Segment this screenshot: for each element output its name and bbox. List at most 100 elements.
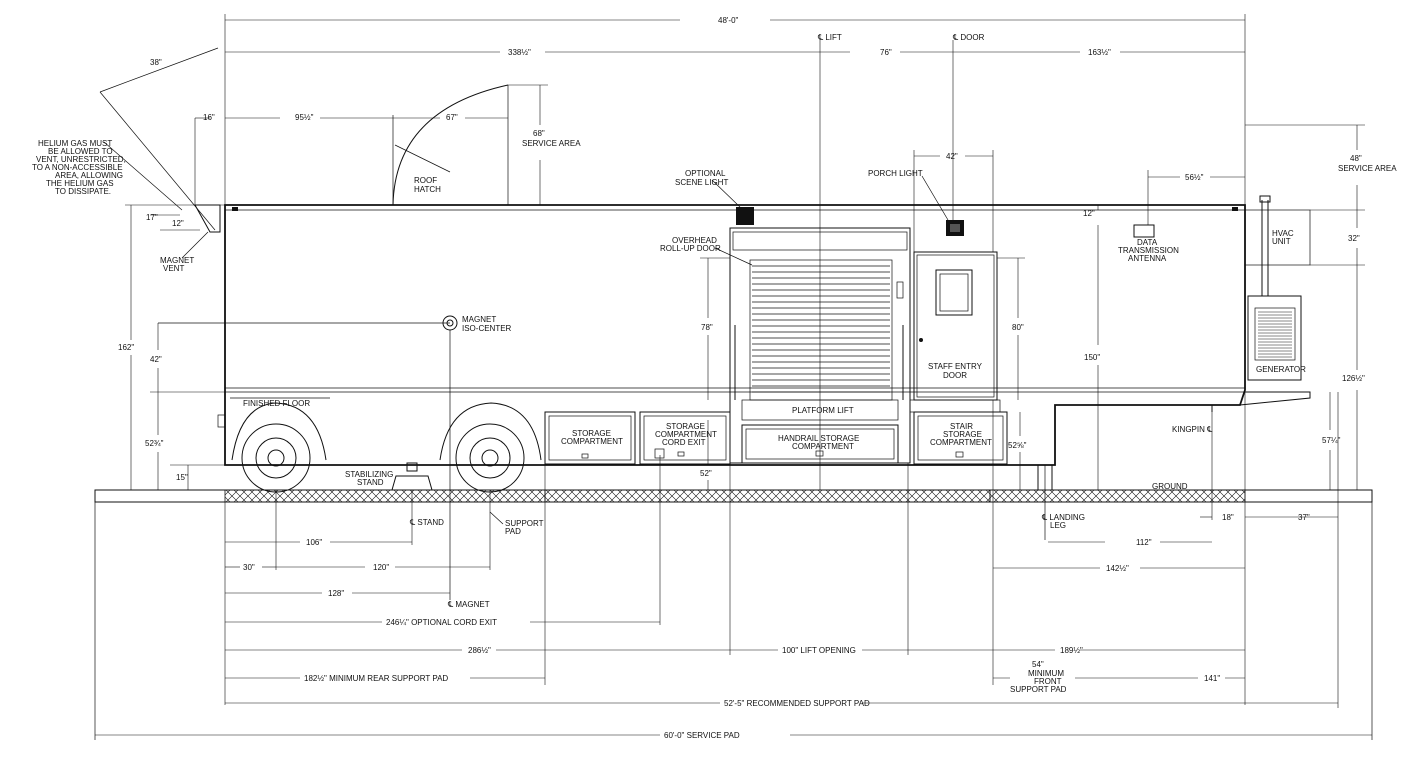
stair-label-1: STAIR xyxy=(950,422,973,431)
dim-18: 18" xyxy=(1222,513,1234,522)
gooseneck xyxy=(1055,391,1311,412)
storage1-label-1: STORAGE xyxy=(572,429,611,438)
generator: GENERATOR xyxy=(1247,195,1306,381)
dim-150: 150" xyxy=(1084,353,1100,362)
dim-162: 162" xyxy=(118,343,134,352)
storage-compartment-1: STORAGE COMPARTMENT xyxy=(544,411,636,465)
service-area-label-1: SERVICE AREA xyxy=(522,139,581,148)
dim-142: 142½" xyxy=(1106,564,1129,573)
magnet-vent-label-2: VENT xyxy=(163,264,184,273)
magnet-vent: 38" xyxy=(99,47,221,233)
magnet-iso-center: MAGNET ISO-CENTER xyxy=(158,315,512,600)
storage2-label-3: CORD EXIT xyxy=(662,438,706,447)
stair-label-3: COMPARTMENT xyxy=(930,438,992,447)
storage2-label-2: COMPARTMENT xyxy=(655,430,717,439)
porch-light-label: PORCH LIGHT xyxy=(868,169,923,178)
data-antenna-label-1: DATA xyxy=(1137,238,1158,247)
dim-338: 338½" xyxy=(508,48,531,57)
dim-17: 17" xyxy=(146,213,158,222)
dim-80: 80" xyxy=(1012,323,1024,332)
support-pad-label-1: SUPPORT xyxy=(505,519,544,528)
helium-note: HELIUM GAS MUST BE ALLOWED TO VENT, UNRE… xyxy=(32,139,209,273)
helium-note-4: TO A NON-ACCESSIBLE xyxy=(32,163,123,172)
hvac-label-2: UNIT xyxy=(1272,237,1291,246)
front-wheel xyxy=(439,402,542,493)
dim-42-door: 42" xyxy=(946,152,958,161)
dim-overall: 48'-0" xyxy=(718,16,739,25)
magnet-iso-label-2: ISO-CENTER xyxy=(462,324,512,333)
dim-30: 30" xyxy=(243,563,255,572)
trailer-body: FINISHED FLOOR xyxy=(217,204,1246,466)
dim-246: 246¼" OPTIONAL CORD EXIT xyxy=(386,618,497,627)
dim-56: 56½" xyxy=(1185,173,1204,182)
dim-38: 38" xyxy=(150,58,162,67)
dim-52-3-4: 52¾" xyxy=(145,439,164,448)
dim-68: 68" xyxy=(533,129,545,138)
hvac-label-1: HVAC xyxy=(1272,229,1294,238)
roof-hatch: ROOF HATCH xyxy=(392,84,509,206)
dim-128: 128" xyxy=(328,589,344,598)
dim-112: 112" xyxy=(1136,538,1152,547)
dim-100: 100" LIFT OPENING xyxy=(782,646,856,655)
staff-door-label-2: DOOR xyxy=(943,371,967,380)
dim-54-sub-2: FRONT xyxy=(1034,677,1062,686)
dim-67: 67" xyxy=(446,113,458,122)
kingpin-label: KINGPIN ℄ xyxy=(1172,425,1213,434)
scene-light xyxy=(736,207,754,225)
dim-57: 57¼" xyxy=(1322,436,1341,445)
dim-52-5-8: 52⅝" xyxy=(1008,441,1027,450)
dim-52-5: 52'-5" RECOMMENDED SUPPORT PAD xyxy=(724,699,870,708)
dim-52: 52" xyxy=(700,469,712,478)
helium-note-5: AREA, ALLOWING xyxy=(55,171,123,180)
hvac-unit: HVAC UNIT xyxy=(1244,209,1311,266)
dim-54-sub-3: SUPPORT PAD xyxy=(1010,685,1067,694)
dim-106: 106" xyxy=(306,538,322,547)
dim-189: 189½" xyxy=(1060,646,1083,655)
dim-95: 95½" xyxy=(295,113,314,122)
dim-12-top: 12" xyxy=(1083,209,1095,218)
stabilizing-label-2: STAND xyxy=(357,478,384,487)
scene-light-label-2: SCENE LIGHT xyxy=(675,178,728,187)
dim-78: 78" xyxy=(701,323,713,332)
data-antenna-label-3: ANTENNA xyxy=(1128,254,1167,263)
staff-entry-door: STAFF ENTRY DOOR xyxy=(909,251,1001,413)
overhead-door-label-1: OVERHEAD xyxy=(672,236,717,245)
service-area-label-2: SERVICE AREA xyxy=(1338,164,1397,173)
helium-note-6: THE HELIUM GAS xyxy=(46,179,114,188)
dim-42: 42" xyxy=(150,355,162,364)
storage2-label-1: STORAGE xyxy=(666,422,705,431)
stair-label-2: STORAGE xyxy=(943,430,982,439)
dim-15: 15" xyxy=(176,473,188,482)
dim-37: 37" xyxy=(1298,513,1310,522)
stair-storage-compartment: STAIR STORAGE COMPARTMENT xyxy=(913,411,1008,465)
roof-hatch-label-1: ROOF xyxy=(414,176,437,185)
landing-leg-label-2: LEG xyxy=(1050,521,1066,530)
dim-76: 76" xyxy=(880,48,892,57)
dim-141: 141" xyxy=(1204,674,1220,683)
dim-12: 12" xyxy=(172,219,184,228)
generator-label: GENERATOR xyxy=(1256,365,1306,374)
data-antenna-label-2: TRANSMISSION xyxy=(1118,246,1179,255)
stabilizing-label-1: STABILIZING xyxy=(345,470,393,479)
helium-note-3: VENT, UNRESTRICTED, xyxy=(36,155,126,164)
scene-light-label-1: OPTIONAL xyxy=(685,169,726,178)
dimension-lines: 48'-0" 338½" 76" 163½" ℄ LIFT ℄ DOOR 16"… xyxy=(95,14,1397,740)
dim-54-sub-1: MINIMUM xyxy=(1028,669,1064,678)
handrail-label-2: COMPARTMENT xyxy=(792,442,854,451)
helium-note-1: HELIUM GAS MUST xyxy=(38,139,112,148)
storage-compartment-cord-exit: STORAGE COMPARTMENT CORD EXIT xyxy=(639,411,731,465)
staff-door-label-1: STAFF ENTRY xyxy=(928,362,983,371)
roof-hatch-label-2: HATCH xyxy=(414,185,441,194)
storage1-label-2: COMPARTMENT xyxy=(561,437,623,446)
cl-door-label: ℄ DOOR xyxy=(952,33,985,42)
dim-163: 163½" xyxy=(1088,48,1111,57)
magnet-iso-label-1: MAGNET xyxy=(462,315,496,324)
dim-126: 126½" xyxy=(1342,374,1365,383)
helium-note-7: TO DISSIPATE. xyxy=(55,187,111,196)
rear-wheel xyxy=(231,402,327,493)
dim-32: 32" xyxy=(1348,234,1360,243)
cl-lift-label: ℄ LIFT xyxy=(817,33,842,42)
landing-leg-label-1: ℄ LANDING xyxy=(1041,513,1085,522)
dim-182: 182½" MINIMUM REAR SUPPORT PAD xyxy=(304,674,448,683)
